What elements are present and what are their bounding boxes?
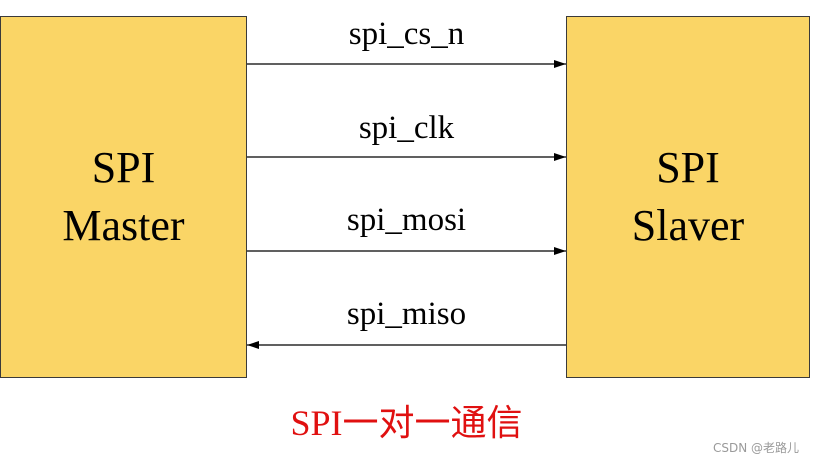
slave-title-line2: Slaver	[631, 201, 745, 250]
csdn-watermark: CSDN @老路儿	[712, 441, 799, 455]
master-title-line2: Master	[62, 201, 185, 250]
spi-slave-block: SPI Slaver	[566, 16, 810, 378]
signal-label-spi-mosi: spi_mosi	[346, 202, 467, 238]
slave-title-line1: SPI	[656, 143, 720, 192]
spi-master-block: SPI Master	[0, 16, 247, 378]
signal-label-spi-clk: spi_clk	[358, 110, 455, 146]
signal-label-spi-cs-n: spi_cs_n	[348, 16, 465, 52]
diagram-caption: SPI一对一通信	[290, 403, 523, 443]
signal-label-spi-miso: spi_miso	[346, 296, 467, 332]
master-title-line1: SPI	[91, 143, 156, 192]
